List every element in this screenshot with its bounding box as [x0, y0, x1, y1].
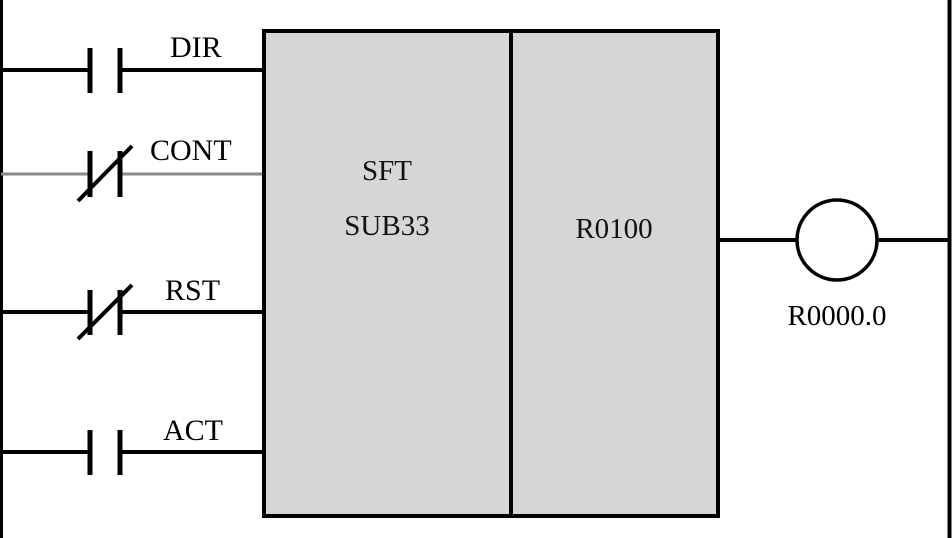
function-block-instruction: SFT [362, 155, 412, 187]
function-block-operand: R0100 [575, 213, 652, 245]
coil-address-label: R0000.0 [787, 300, 886, 332]
contact-nc-rst[interactable] [76, 283, 134, 341]
rung-cont[interactable]: CONT [1, 134, 265, 203]
function-block-subnumber: SUB33 [344, 210, 429, 242]
sft-function-block[interactable]: SFT SUB33 R0100 [262, 29, 720, 518]
rung-act-label: ACT [163, 414, 223, 447]
coil-circle-icon[interactable] [795, 198, 879, 282]
contact-negation-slash-icon [76, 283, 134, 341]
contact-no-dir[interactable] [87, 48, 123, 93]
output-coil[interactable]: R0000.0 [718, 198, 949, 332]
rung-rst-label: RST [165, 274, 220, 307]
rung-act[interactable]: ACT [1, 414, 265, 475]
function-block-body[interactable] [262, 29, 720, 518]
rung-dir[interactable]: DIR [1, 31, 265, 93]
rung-dir-label: DIR [170, 31, 222, 64]
rung-cont-label: CONT [150, 134, 232, 167]
contact-negation-slash-icon [76, 144, 134, 203]
contact-nc-cont[interactable] [76, 144, 134, 203]
rung-rst[interactable]: RST [1, 274, 265, 341]
contact-no-act[interactable] [87, 430, 123, 475]
